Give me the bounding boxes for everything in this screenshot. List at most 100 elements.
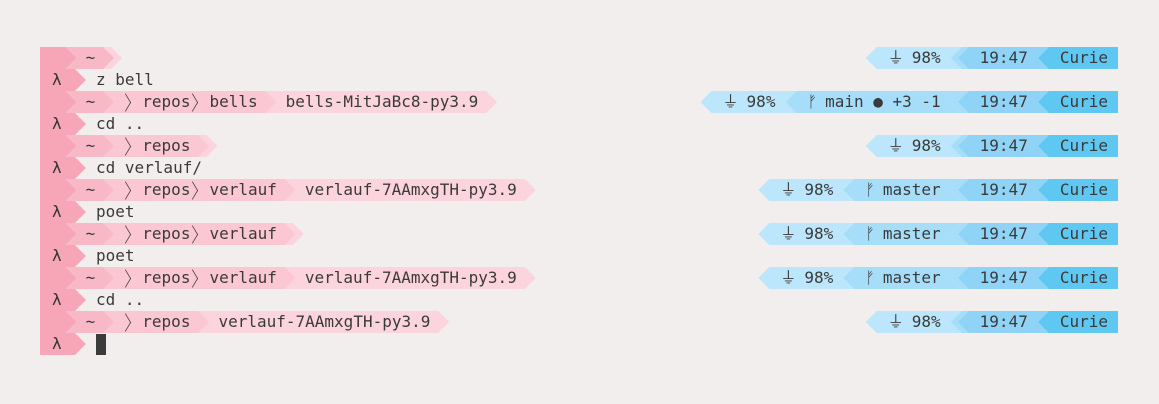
venv-segment: verlauf-7AAmxgTH-py3.9: [198, 311, 449, 333]
path-dir-label: verlauf: [209, 180, 277, 199]
prompt-lambda-icon: λ: [40, 157, 86, 179]
prompt-start-segment: [40, 267, 77, 289]
status-right-segments: ⏚ 98% 19:47 Curie: [877, 311, 1118, 333]
prompt-start-segment: [40, 47, 77, 69]
git-branch-segment: ᚠ master: [843, 267, 961, 289]
battery-icon: ⏚: [887, 136, 904, 155]
home-dir-segment: ~: [66, 135, 115, 157]
host-label: Curie: [1059, 180, 1108, 199]
home-dir-segment: ~: [66, 47, 115, 69]
host-segment: Curie: [1037, 179, 1118, 201]
git-branch-icon: ᚠ: [865, 268, 875, 287]
host-label: Curie: [1059, 136, 1108, 155]
prompt-start-segment: [40, 179, 77, 201]
prompt-line: ~ ⏚98% 19:47 Curie: [0, 47, 1159, 69]
battery-segment: ⏚ 98%: [866, 311, 962, 333]
git-branch-label: main ● +3 -1: [825, 92, 941, 111]
git-branch-label: master: [882, 224, 941, 243]
prompt-lambda-icon: λ: [40, 289, 86, 311]
host-label: Curie: [1059, 312, 1108, 331]
prompt-lambda-icon: λ: [40, 333, 86, 355]
prompt-lambda-icon: λ: [40, 201, 86, 223]
battery-label: 98%: [911, 312, 941, 331]
prompt-lambda-icon: λ: [40, 113, 86, 135]
prompt-left-segments: ~ repos verlauf: [40, 223, 293, 245]
prompt-start-segment: [40, 311, 77, 333]
time-label: 19:47: [979, 268, 1028, 287]
clock-segment: 19:47: [958, 223, 1049, 245]
path-separator-icon: [120, 93, 131, 111]
clock-segment: 19:47: [958, 179, 1049, 201]
battery-icon: ⏚: [722, 92, 739, 111]
clock-segment: 19:47: [958, 311, 1049, 333]
host-segment: Curie: [1037, 47, 1118, 69]
command-text: cd ..: [96, 290, 145, 309]
git-branch-segment: ᚠ master: [843, 223, 961, 245]
path-dir-label: repos: [142, 136, 191, 155]
path-separator-icon: [120, 313, 131, 331]
host-label: Curie: [1059, 268, 1108, 287]
path-segment: repos verlauf: [103, 223, 296, 245]
home-dir-segment: ~: [66, 223, 115, 245]
text-cursor[interactable]: [96, 334, 106, 355]
prompt-line: ~ repos verlauf-7AAmxgTH-py3.9 ⏚ 98% 19:47 Cur…: [0, 311, 1159, 333]
battery-segment: ⏚98%: [758, 179, 854, 201]
path-dir-label: repos: [142, 312, 191, 331]
path-separator-icon: [120, 137, 131, 155]
git-branch-label: master: [882, 180, 941, 199]
time-label: 19:47: [979, 136, 1028, 155]
command-line: λ: [0, 333, 1159, 355]
venv-segment: bells-MitJaBc8-py3.9: [266, 91, 498, 113]
venv-label: bells-MitJaBc8-py3.9: [285, 92, 479, 111]
prompt-start-segment: [40, 91, 77, 113]
clock-segment: 19:47: [958, 267, 1049, 289]
host-label: Curie: [1059, 92, 1108, 111]
home-dir-segment: ~: [66, 267, 115, 289]
battery-icon: ⏚: [887, 312, 904, 331]
git-branch-icon: ᚠ: [807, 92, 818, 111]
battery-segment: ⏚98%: [866, 47, 962, 69]
time-label: 19:47: [979, 48, 1028, 67]
battery-label: 98%: [911, 136, 941, 155]
prompt-start-segment: [40, 135, 77, 157]
battery-label: 98%: [804, 224, 834, 243]
host-segment: Curie: [1037, 267, 1118, 289]
path-separator-icon: [120, 269, 131, 287]
path-separator-icon: [120, 181, 131, 199]
time-label: 19:47: [979, 180, 1028, 199]
host-label: Curie: [1059, 224, 1108, 243]
path-dir-label: repos: [142, 92, 191, 111]
prompt-left-segments: ~: [40, 47, 111, 69]
prompt-start-segment: [40, 223, 77, 245]
git-branch-label: master: [882, 268, 941, 287]
home-dir-label: ~: [85, 312, 96, 331]
path-dir-label: bells: [209, 92, 258, 111]
home-dir-label: ~: [85, 136, 96, 155]
prompt-lambda-icon: λ: [40, 69, 86, 91]
home-dir-label: ~: [85, 180, 96, 199]
home-dir-segment: ~: [66, 311, 115, 333]
battery-segment: ⏚98%: [758, 223, 854, 245]
clock-segment: 19:47: [958, 47, 1049, 69]
prompt-line: ~ repos ⏚ 98% 19:47 Curie: [0, 135, 1159, 157]
git-branch-icon: ᚠ: [865, 224, 875, 243]
home-dir-label: ~: [85, 224, 96, 243]
battery-label: 98%: [804, 268, 834, 287]
venv-label: verlauf-7AAmxgTH-py3.9: [304, 180, 517, 199]
status-right-segments: ⏚ 98% 19:47 Curie: [877, 135, 1118, 157]
time-label: 19:47: [979, 92, 1028, 111]
home-dir-segment: ~: [66, 179, 115, 201]
battery-label: 98%: [746, 92, 776, 111]
